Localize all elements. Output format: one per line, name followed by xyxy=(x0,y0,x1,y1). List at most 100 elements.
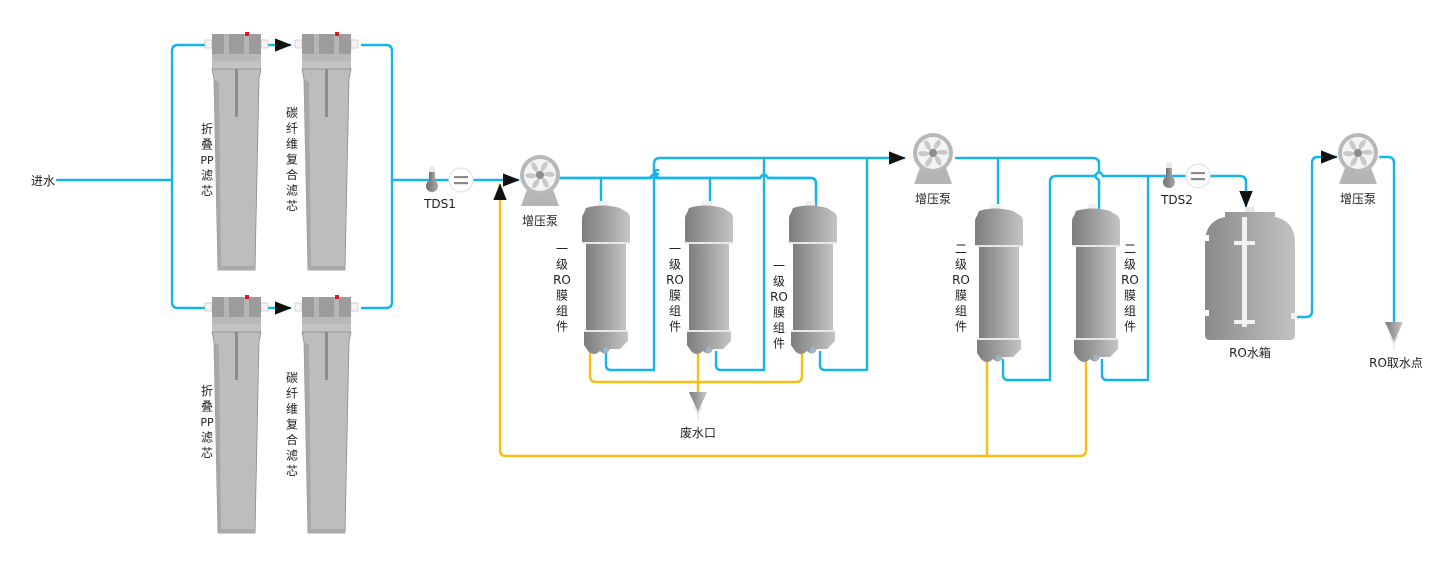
filter-outlet-port xyxy=(260,302,269,312)
tank-side-port-top xyxy=(1203,235,1209,241)
tank-level-float-low xyxy=(1234,320,1255,324)
stage1-waste-header xyxy=(588,350,804,384)
filter-head-rib xyxy=(244,297,249,317)
ro-membrane-ro1-a[interactable] xyxy=(582,201,630,354)
inlet-label: 进水 xyxy=(31,174,55,188)
inlet-manifold xyxy=(170,43,207,310)
ro1-c-product xyxy=(818,350,869,372)
membrane-top-port xyxy=(1088,204,1098,209)
filter-bowl-base xyxy=(308,529,345,533)
waste-funnel-icon xyxy=(689,392,707,412)
filter-collar-lower xyxy=(212,61,261,69)
pressure-relief-valve-icon xyxy=(245,32,249,36)
booster-pump1[interactable]: 增压泵 xyxy=(520,155,560,228)
filter-head-rib xyxy=(244,34,249,54)
stage1-product-header xyxy=(652,151,906,372)
filter-housing-pp-top[interactable] xyxy=(204,32,269,271)
pressure-relief-valve-icon xyxy=(335,32,339,36)
fan-impeller-icon xyxy=(524,161,556,189)
waste-outlet[interactable]: 废水口 xyxy=(680,392,716,440)
ro1-a-product xyxy=(604,350,656,372)
membrane-product-port xyxy=(1093,355,1099,361)
membrane-seam xyxy=(789,242,837,244)
ro-membrane-ro2-b[interactable] xyxy=(1072,204,1120,362)
filter-collar-lower xyxy=(302,324,351,332)
pump3-to-tap xyxy=(1378,155,1396,324)
filter-housing-carbon-bottom[interactable] xyxy=(294,295,359,534)
ro1-b-product xyxy=(714,350,766,372)
ro2-a-product xyxy=(1001,358,1052,382)
filter-head-rib xyxy=(224,297,229,317)
booster-pump2[interactable]: 增压泵 xyxy=(913,133,953,206)
thermometer-stem xyxy=(1166,168,1172,178)
filter-head xyxy=(212,297,261,317)
fan-impeller-icon xyxy=(917,139,949,167)
membrane-top-port xyxy=(598,201,608,206)
flow-meter-icon xyxy=(1185,163,1211,189)
tank-level-float-high xyxy=(1234,241,1255,245)
ro-water-tank[interactable]: RO水箱 xyxy=(1203,207,1297,360)
tds2-sensor[interactable]: TDS2 xyxy=(1160,162,1211,207)
tds1-sensor[interactable]: TDS1 xyxy=(423,166,474,211)
stage2-product-header xyxy=(1048,174,1246,382)
filter-label: 碳纤维复合滤芯 xyxy=(286,371,298,478)
membrane-end-cap-bottom xyxy=(791,332,835,354)
waste-outlet-label: 废水口 xyxy=(680,425,716,440)
membrane-vessel xyxy=(689,244,729,330)
ro-membrane-ro1-c[interactable] xyxy=(789,201,837,354)
membrane-seam xyxy=(582,242,630,244)
stage2-feed-header xyxy=(954,156,1101,210)
tank-outlet-nozzle xyxy=(1291,313,1297,319)
ro-tap-label: RO取水点 xyxy=(1369,356,1423,370)
ro2-b-product xyxy=(1100,358,1150,382)
filter-outlet-port xyxy=(350,39,359,49)
filter-head-rib xyxy=(334,34,339,54)
filter-bowl-base xyxy=(218,529,255,533)
filter-head-rib xyxy=(224,34,229,54)
filter-head-rib xyxy=(314,34,319,54)
membrane-seam xyxy=(1074,338,1118,340)
filter-housing-carbon-top[interactable] xyxy=(294,32,359,271)
waste-drip-icon xyxy=(693,405,703,420)
filter-bowl-base xyxy=(218,266,255,270)
ro-membrane-ro1-b[interactable] xyxy=(685,201,733,354)
membrane-product-port xyxy=(810,347,816,353)
filter-label: 碳纤维复合滤芯 xyxy=(286,106,298,213)
stage2-concentrate-recycle xyxy=(500,185,1088,458)
membrane-vessel xyxy=(1076,247,1116,338)
membrane-end-cap-top xyxy=(685,205,733,242)
booster-pump3[interactable]: 增压泵 xyxy=(1338,133,1378,206)
membrane-seam xyxy=(791,330,835,332)
flow-meter-icon xyxy=(448,167,474,193)
filter-collar-lower xyxy=(302,61,351,69)
filter-inlet-port xyxy=(294,302,303,312)
membrane-product-port xyxy=(603,347,609,353)
pump-label: 增压泵 xyxy=(915,192,951,206)
pump-label: 增压泵 xyxy=(1340,192,1376,206)
thermometer-bulb xyxy=(426,180,438,192)
membrane-end-cap-bottom xyxy=(1074,340,1118,362)
stage1-feed-header-seg3 xyxy=(766,176,818,207)
ro-membrane-ro2-a[interactable] xyxy=(975,204,1023,362)
filter-head xyxy=(302,297,351,317)
membrane-end-cap-bottom xyxy=(584,332,628,354)
filter-outlet-port xyxy=(260,39,269,49)
filter-center-tube xyxy=(235,69,238,117)
filter-outlet-port xyxy=(350,302,359,312)
filter-housing-pp-bottom[interactable] xyxy=(204,295,269,534)
membrane-end-cap-top xyxy=(582,205,630,242)
ro-tap-outlet[interactable]: RO取水点 xyxy=(1369,322,1423,370)
tap-funnel-icon xyxy=(1385,322,1403,342)
filter-center-tube xyxy=(235,332,238,380)
membrane-end-cap-top xyxy=(1072,208,1120,245)
membrane-top-port xyxy=(805,201,815,206)
tds1-label: TDS1 xyxy=(423,197,456,211)
filter-collar xyxy=(302,54,351,61)
filter-bowl-base xyxy=(308,266,345,270)
